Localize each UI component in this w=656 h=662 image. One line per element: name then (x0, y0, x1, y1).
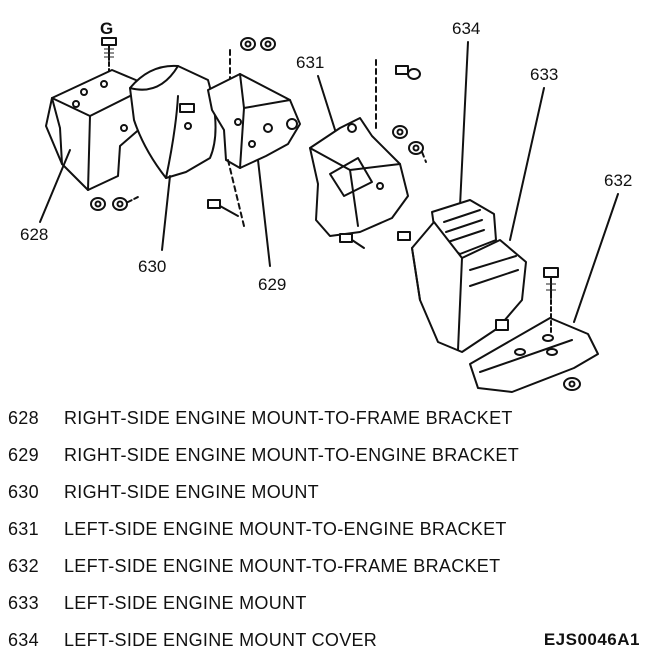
part-630-right-engine-mount (129, 64, 217, 179)
legend-part-description: RIGHT-SIDE ENGINE MOUNT (64, 482, 319, 502)
part-632-left-frame-bracket (469, 317, 599, 393)
callout-631: 631 (296, 53, 324, 72)
legend-part-description: LEFT-SIDE ENGINE MOUNT-TO-ENGINE BRACKET (64, 519, 507, 539)
callout-629: 629 (258, 275, 286, 294)
legend-part-description: LEFT-SIDE ENGINE MOUNT (64, 593, 307, 613)
fastener-grade-label: G (100, 19, 113, 38)
legend-part-number: 628 (8, 408, 39, 428)
legend-part-number: 630 (8, 482, 39, 502)
part-629-right-engine-bracket (179, 73, 301, 169)
bolt-629-lower (207, 199, 239, 217)
grade-g-bolt: G (100, 19, 117, 81)
bolt-631-top (395, 65, 421, 80)
bolt-632-top (543, 267, 559, 333)
legend-part-description: RIGHT-SIDE ENGINE MOUNT-TO-FRAME BRACKET (64, 408, 513, 428)
legend-part-number: 631 (8, 519, 39, 539)
callout-630: 630 (138, 257, 166, 276)
callout-628: 628 (20, 225, 48, 244)
part-628-right-frame-bracket (45, 69, 151, 191)
nut-pair-628 (90, 195, 141, 211)
part-633-left-engine-mount (411, 221, 527, 353)
figure-code: EJS0046A1 (543, 630, 640, 649)
callout-632: 632 (604, 171, 632, 190)
legend-part-description: LEFT-SIDE ENGINE MOUNT-TO-FRAME BRACKET (64, 556, 501, 576)
legend-part-number: 634 (8, 630, 39, 650)
nut-632-bottom (563, 377, 581, 391)
callout-633: 633 (530, 65, 558, 84)
nut-pair-631 (392, 125, 424, 155)
legend-part-number: 629 (8, 445, 39, 465)
legend-part-description: RIGHT-SIDE ENGINE MOUNT-TO-ENGINE BRACKE… (64, 445, 520, 465)
legend-part-description: LEFT-SIDE ENGINE MOUNT COVER (64, 630, 378, 650)
part-631-left-engine-bracket (309, 117, 409, 237)
exploded-parts-diagram: G 628 630 (20, 19, 632, 393)
bolts-631-lower (339, 231, 411, 249)
legend-part-number: 632 (8, 556, 39, 576)
legend-part-number: 633 (8, 593, 39, 613)
callout-634: 634 (452, 19, 480, 38)
nut-pair-629 (240, 37, 276, 51)
